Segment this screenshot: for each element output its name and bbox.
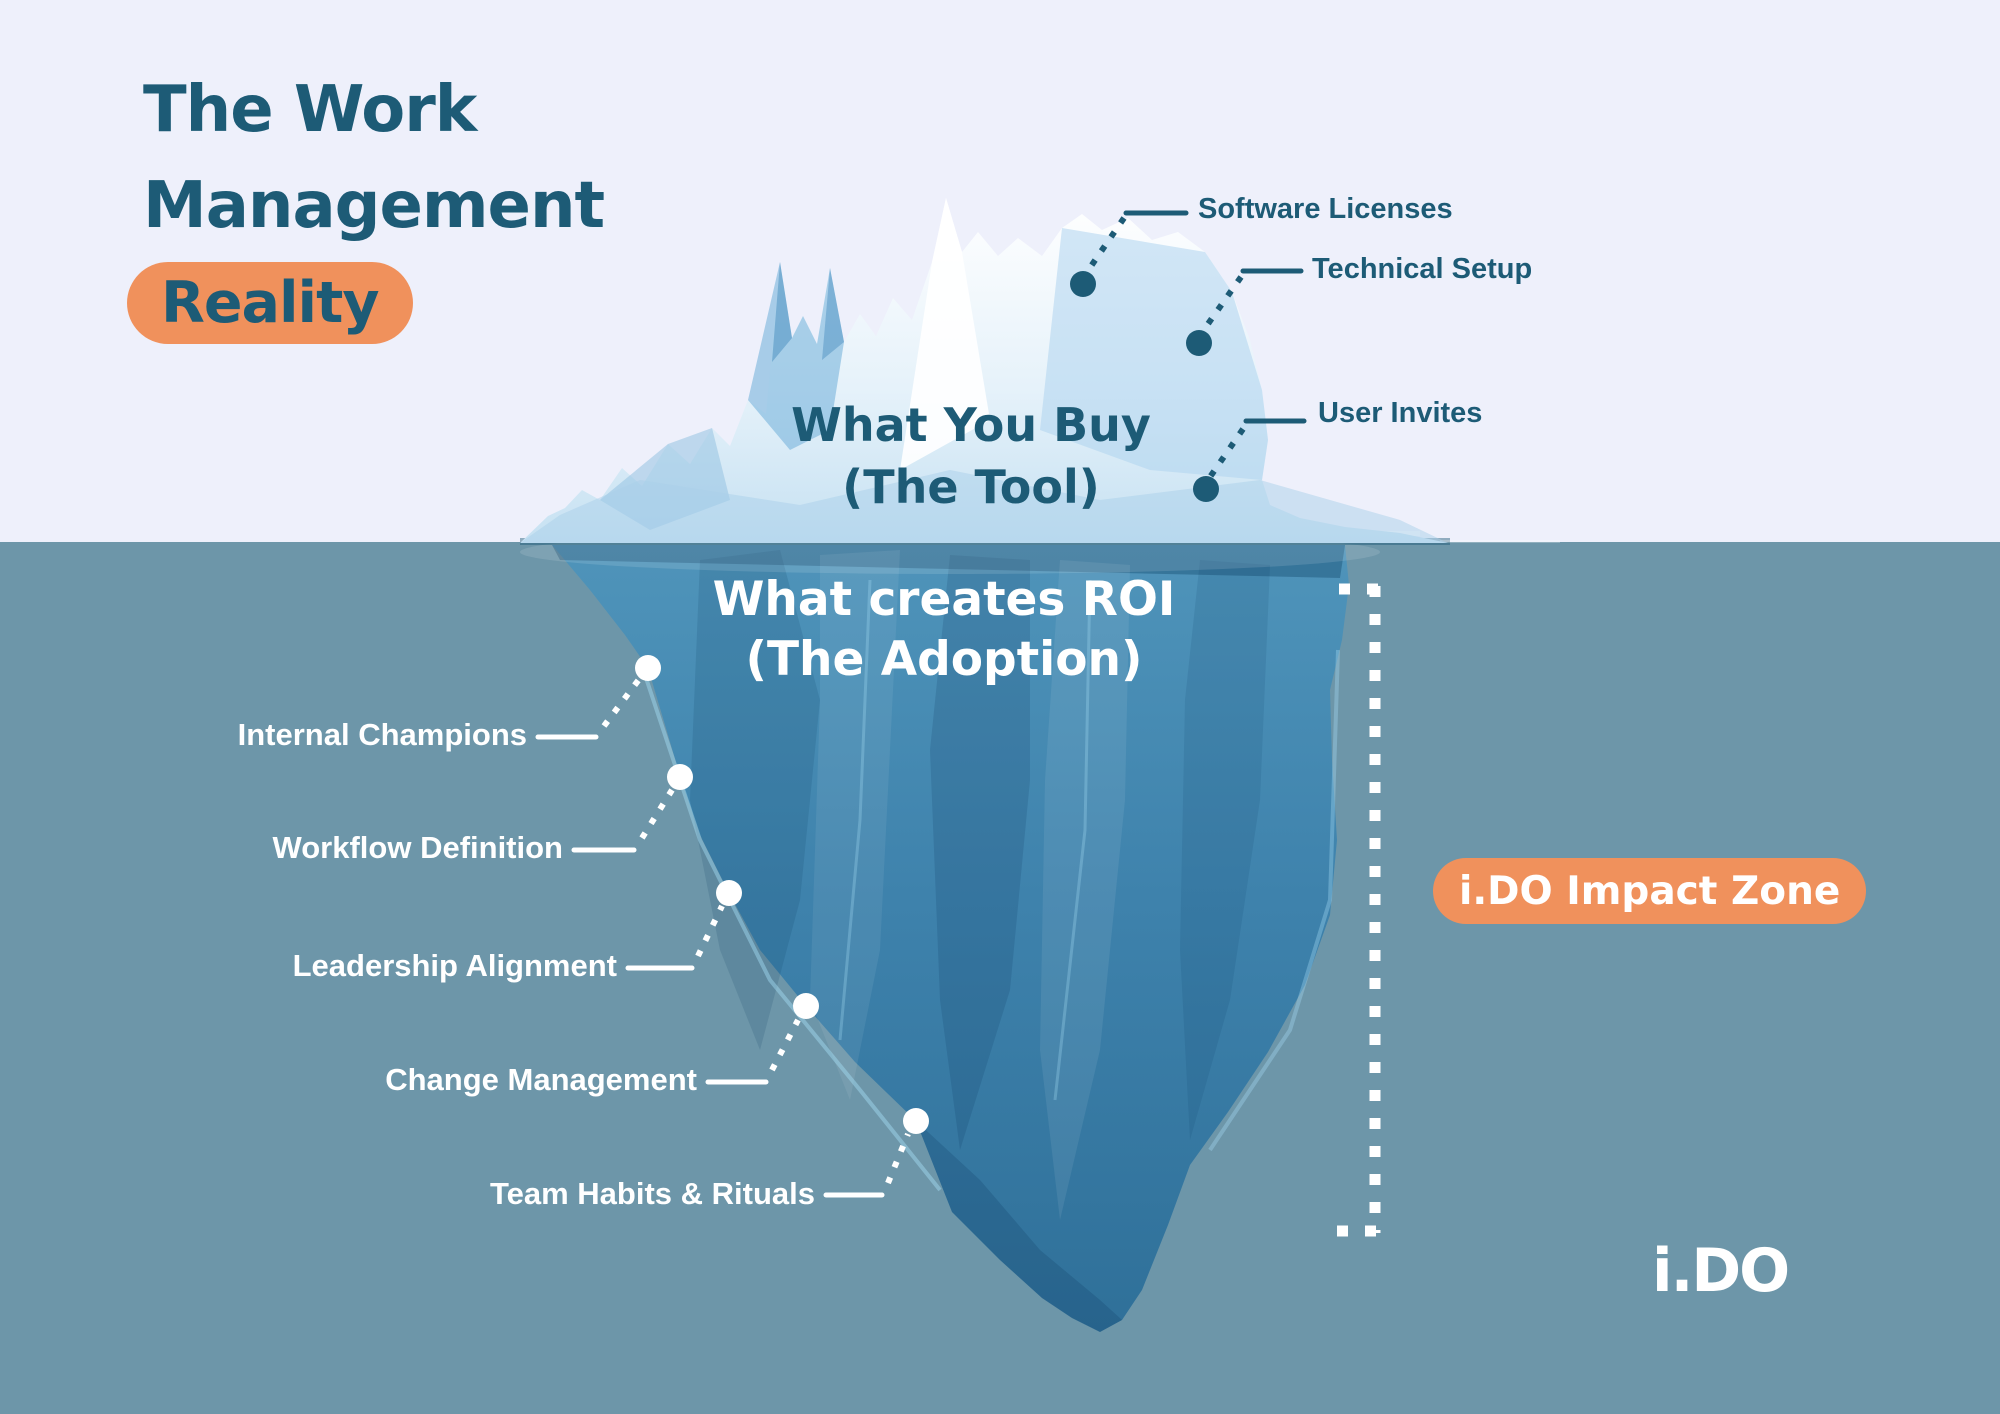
above-water-heading-line2: (The Tool) (842, 460, 1100, 514)
above-water-heading: What You Buy (The Tool) (671, 394, 1271, 518)
impact-zone-badge: i.DO Impact Zone (1433, 858, 1867, 924)
page-title-line1: The Work (143, 73, 477, 147)
below-water-heading-line2: (The Adoption) (745, 632, 1143, 687)
below-water-heading-line1: What creates ROI (712, 572, 1176, 627)
label-workflow-definition: Workflow Definition (272, 830, 563, 865)
title-highlight-text: Reality (161, 270, 379, 336)
label-leadership-alignment: Leadership Alignment (292, 948, 617, 983)
title-highlight-pill: Reality (127, 262, 413, 344)
page-title: The Work Management (143, 62, 605, 254)
label-change-management: Change Management (385, 1062, 697, 1097)
marker-dot-technical-setup (1186, 330, 1212, 356)
label-software-licenses: Software Licenses (1198, 193, 1453, 225)
marker-dot-software-licenses (1070, 271, 1096, 297)
label-technical-setup: Technical Setup (1312, 253, 1533, 285)
below-water-heading: What creates ROI (The Adoption) (644, 570, 1244, 690)
above-water-heading-line1: What You Buy (791, 398, 1151, 452)
impact-zone-label: i.DO Impact Zone (1459, 868, 1841, 914)
label-user-invites: User Invites (1318, 397, 1483, 429)
brand-logo: i.DO (1652, 1236, 1790, 1306)
page-title-line2: Management (143, 169, 605, 243)
label-team-habits-rituals: Team Habits & Rituals (489, 1176, 815, 1211)
label-internal-champions: Internal Champions (237, 717, 527, 752)
